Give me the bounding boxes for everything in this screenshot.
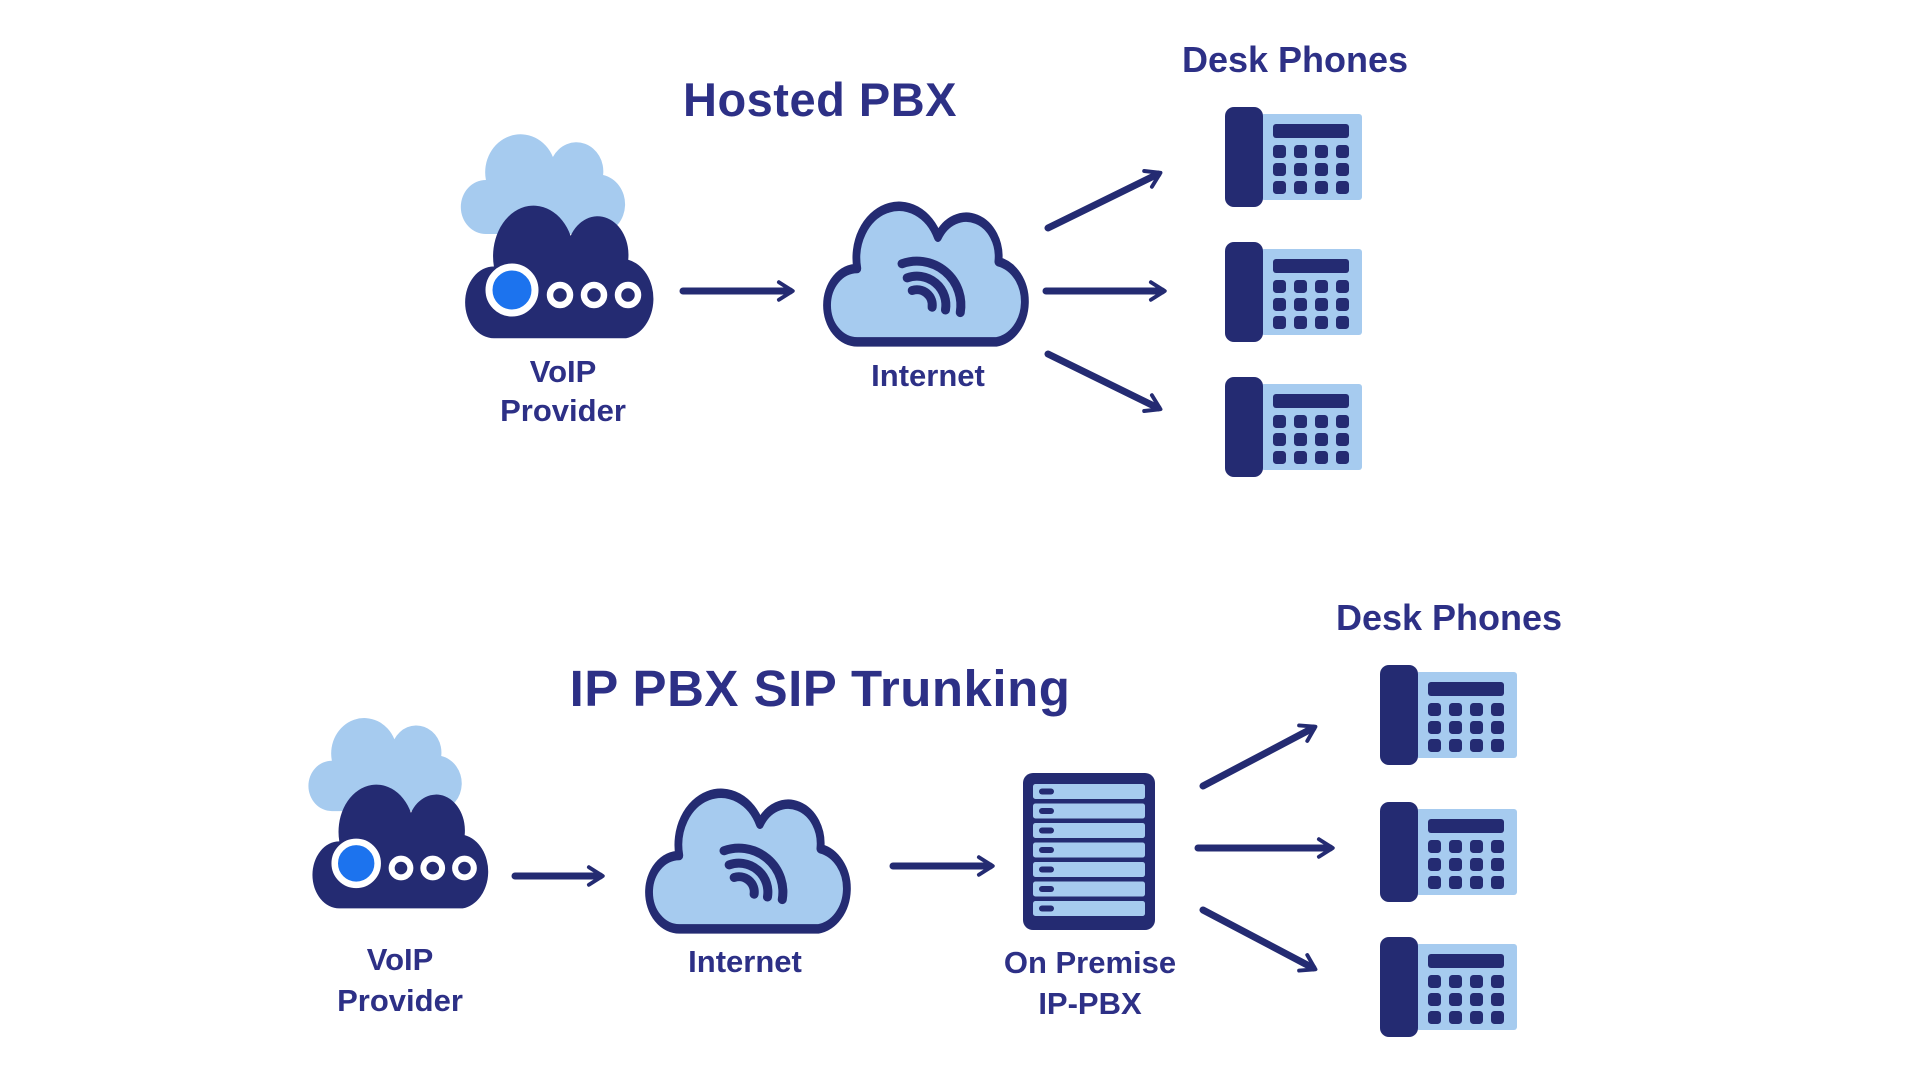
desk-phone-icon bbox=[1225, 107, 1362, 207]
internet-cloud-icon bbox=[645, 788, 857, 934]
voip-provider-label: VoIP Provider bbox=[500, 354, 626, 428]
voip-provider-label: VoIP Provider bbox=[337, 942, 463, 1018]
desk-phone-icon bbox=[1380, 665, 1517, 765]
desk-phone-icon bbox=[1225, 377, 1362, 477]
voip-provider-cloud-icon bbox=[455, 128, 665, 343]
desk-phone-icon bbox=[1380, 802, 1517, 902]
on-premise-pbx-server-icon bbox=[1023, 773, 1155, 930]
sip-trunking-title: IP PBX SIP Trunking bbox=[569, 660, 1071, 717]
arrow-internet-to-phone-1 bbox=[1044, 169, 1163, 232]
internet-label: Internet bbox=[688, 944, 802, 979]
internet-cloud-icon bbox=[823, 201, 1035, 347]
hosted-pbx-title: Hosted PBX bbox=[683, 73, 957, 126]
desk-phone-icon bbox=[1225, 242, 1362, 342]
internet-label: Internet bbox=[871, 358, 985, 393]
arrow-pbx-to-phone-1 bbox=[1199, 723, 1318, 790]
arrow-internet-to-phone-3 bbox=[1044, 350, 1163, 413]
desk-phone-icon bbox=[1380, 937, 1517, 1037]
on-premise-pbx-label: On Premise IP-PBX bbox=[1003, 945, 1177, 1021]
desk-phones-label: Desk Phones bbox=[1181, 39, 1409, 80]
voip-provider-cloud-icon bbox=[303, 712, 499, 913]
desk-phones-label: Desk Phones bbox=[1335, 597, 1563, 638]
